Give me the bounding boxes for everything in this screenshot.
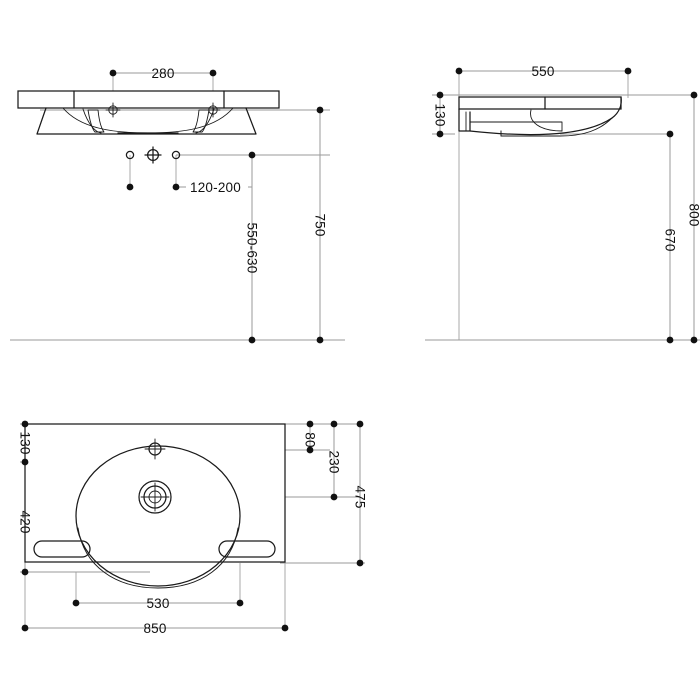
front-dim-550-630-label: 550-630 xyxy=(245,223,260,274)
view-front-elevation: 280 120-200 550-630 750 xyxy=(10,66,345,344)
front-centre-marker xyxy=(144,146,162,164)
front-dim-750-label: 750 xyxy=(313,213,328,236)
front-dim-280-label: 280 xyxy=(151,66,174,81)
front-tap-hole-right xyxy=(205,102,221,118)
front-tap-hole-left xyxy=(105,102,121,118)
side-dim-130-label: 130 xyxy=(433,103,448,126)
front-service-holes xyxy=(125,146,181,164)
plan-dim-130-label: 130 xyxy=(18,431,33,454)
plan-slot-left xyxy=(33,540,91,558)
plan-dim-230-label: 230 xyxy=(327,450,342,473)
plan-dim-475-label: 475 xyxy=(353,485,368,508)
view-side-elevation: 550 130 670 800 xyxy=(425,64,700,344)
plan-dim-850-label: 850 xyxy=(143,621,166,636)
side-dimension-lines xyxy=(425,70,700,341)
plan-dim-530-label: 530 xyxy=(146,596,169,611)
plan-waste-hole xyxy=(138,480,172,514)
plan-bowl xyxy=(75,445,241,589)
plan-dimension-markers xyxy=(21,420,364,632)
plan-dim-420-label: 420 xyxy=(18,510,33,533)
view-plan: 130 420 530 850 80 230 475 xyxy=(18,420,368,636)
front-dim-120-200-label: 120-200 xyxy=(190,180,241,195)
plan-dim-80-label: 80 xyxy=(303,432,318,447)
plan-tap-hole xyxy=(144,438,166,460)
side-dim-550-label: 550 xyxy=(531,64,554,79)
front-dimension-markers xyxy=(109,69,324,344)
side-basin-body xyxy=(458,96,622,137)
front-basin-body xyxy=(17,90,280,135)
side-dim-670-label: 670 xyxy=(663,228,678,251)
side-dimension-markers xyxy=(436,67,698,344)
plan-slot-right xyxy=(218,540,276,558)
side-dim-800-label: 800 xyxy=(687,203,700,226)
